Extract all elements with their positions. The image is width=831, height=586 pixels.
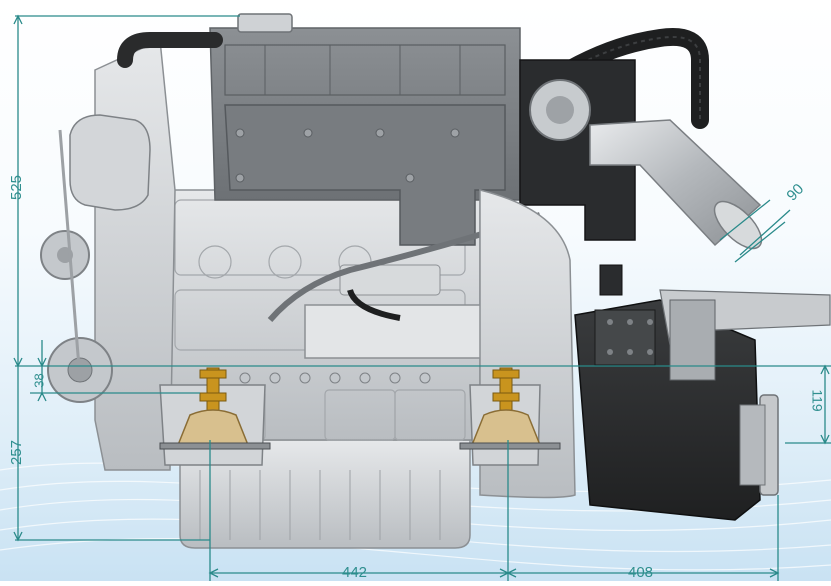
rear-engine-mount: [459, 367, 561, 450]
exhaust-manifold: [224, 104, 506, 246]
intake-hose: [117, 32, 223, 68]
dim-mount-offset: 38: [31, 373, 47, 388]
alternator: [69, 114, 151, 211]
dimension-lines: [13, 14, 831, 581]
dim-mount-spacing: 442: [342, 564, 368, 581]
front-engine-mount: [159, 367, 271, 450]
dim-overall-height: 525: [8, 174, 26, 201]
oil-sump: [179, 439, 471, 549]
filler-cap: [237, 13, 293, 33]
dim-shaft-offset: 119: [809, 389, 826, 412]
dim-lower-height: 257: [8, 439, 26, 466]
dim-gearbox-length: 408: [628, 564, 654, 581]
